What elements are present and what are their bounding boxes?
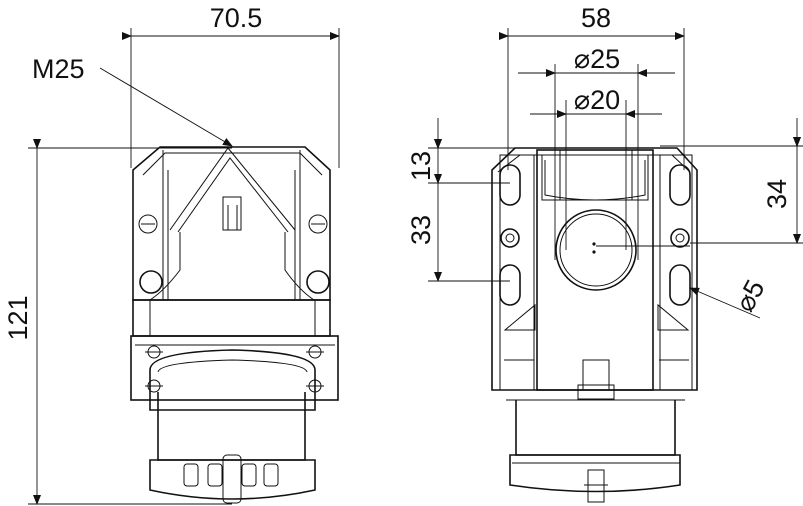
left-view: 70.5 M25 121 <box>3 3 340 505</box>
right-housing <box>491 147 698 400</box>
dim-dia25: ⌀25 <box>518 44 675 260</box>
dim-13-33: 13 33 <box>406 118 540 282</box>
dim-34: 34 <box>660 118 803 244</box>
dim-hole: ⌀5 <box>689 275 771 319</box>
dim-13-text: 13 <box>406 151 436 181</box>
thread-label: M25 <box>32 54 85 84</box>
thread-leader: M25 <box>32 54 233 147</box>
dim-70-5: 70.5 <box>122 3 340 168</box>
right-plug <box>506 399 685 503</box>
dim-34-text: 34 <box>762 179 792 209</box>
right-view: 58 ⌀25 ⌀20 13 33 <box>406 3 803 503</box>
height-dim-text: 121 <box>3 295 33 340</box>
dia20-text: ⌀20 <box>574 85 620 115</box>
dim-58-text: 58 <box>581 3 611 33</box>
hole-dim-text: ⌀5 <box>729 275 770 317</box>
left-housing <box>130 146 339 504</box>
dim-33-text: 33 <box>406 215 436 245</box>
width-dim-text: 70.5 <box>210 3 263 33</box>
dim-121: 121 <box>3 139 232 505</box>
dia25-text: ⌀25 <box>574 44 620 74</box>
dim-dia20: ⌀20 <box>530 85 662 250</box>
